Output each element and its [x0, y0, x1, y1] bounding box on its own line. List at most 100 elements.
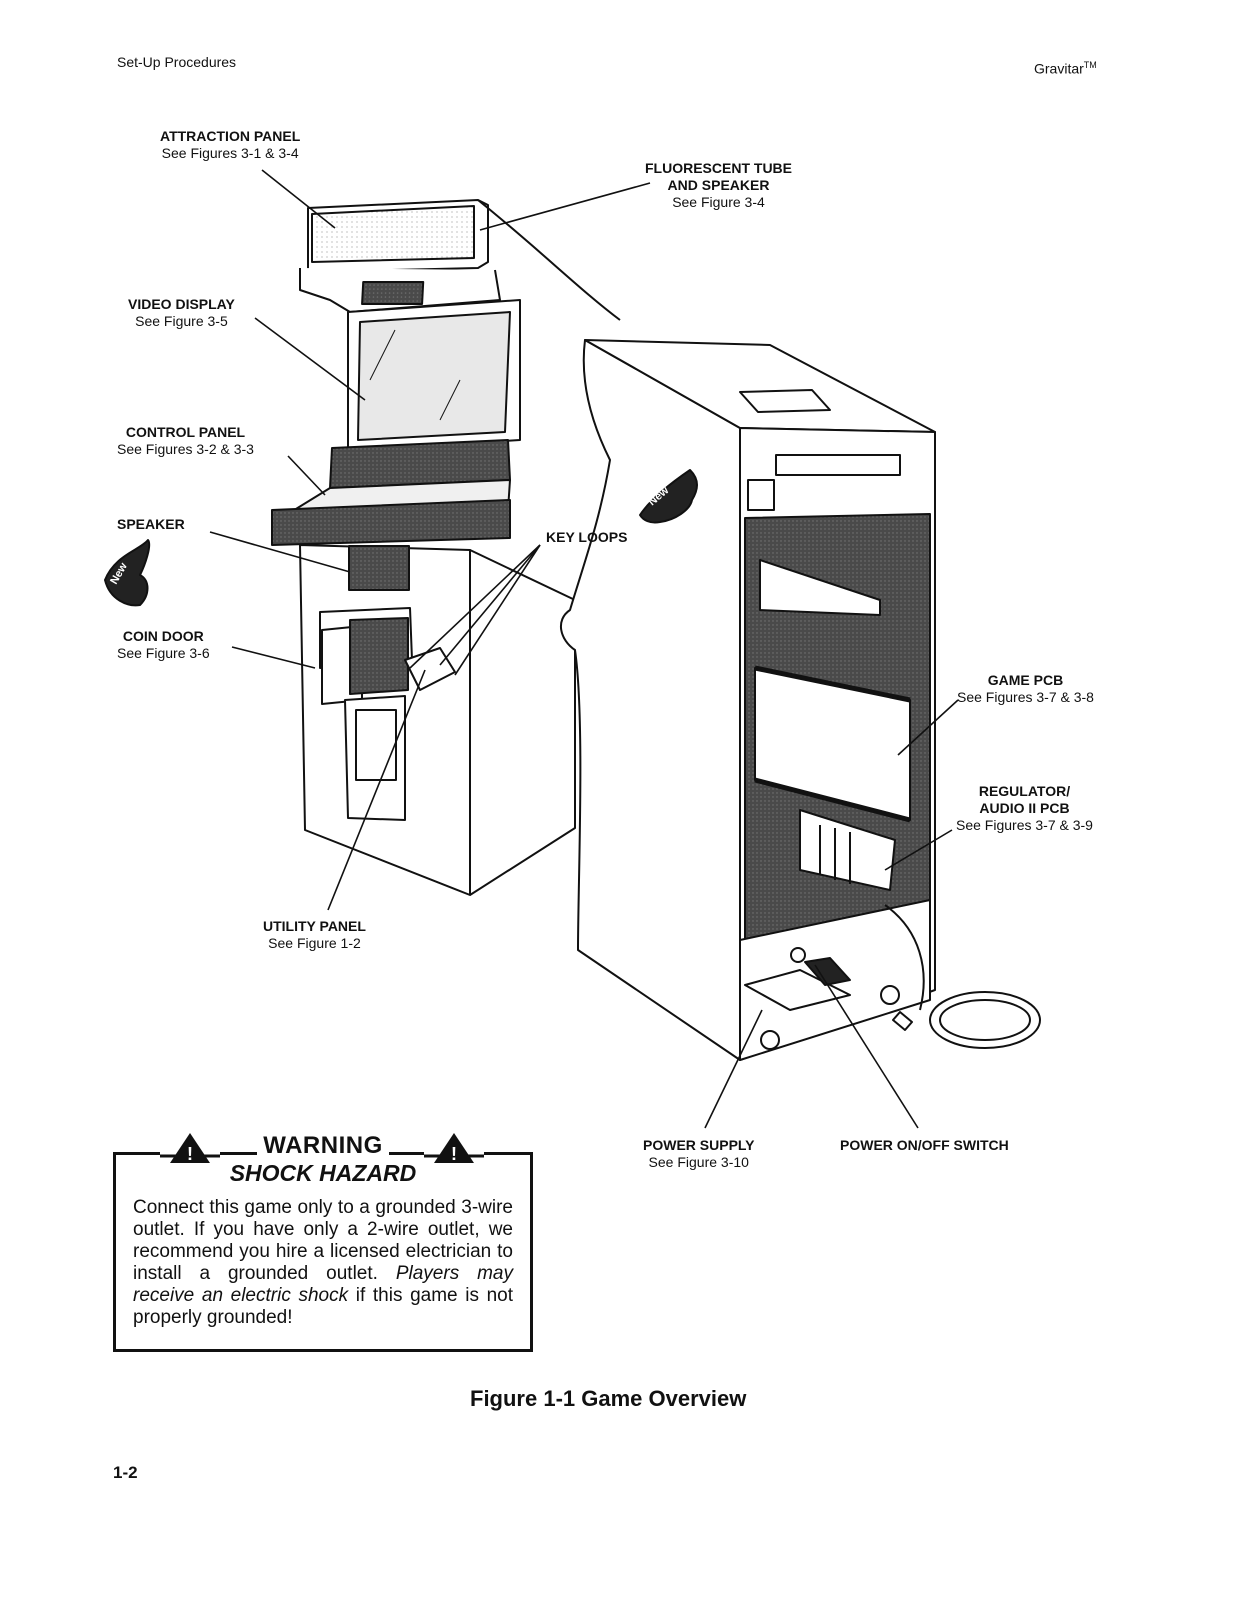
- pcb-rail-bottom: [754, 777, 911, 823]
- label-power-switch: POWER ON/OFF SWITCH: [840, 1137, 1009, 1154]
- cash-box-panel: [355, 709, 397, 781]
- caster-left: [760, 1030, 780, 1050]
- rear-small-plate: [747, 479, 775, 511]
- leader-key-loop-3: [454, 544, 541, 676]
- power-supply-ref: See Figure 3-10: [648, 1154, 749, 1170]
- warning-title-text: WARNING: [257, 1132, 389, 1159]
- warning-icon-left-glyph: !: [187, 1144, 193, 1164]
- leader-key-loop-2: [439, 544, 541, 666]
- regulator-title-1: REGULATOR/: [978, 783, 1071, 799]
- warning-body-italic: Players may receive an electric shock: [133, 1263, 513, 1306]
- label-speaker: SPEAKER: [117, 516, 185, 533]
- power-cord: [884, 904, 925, 1011]
- leader-lines: [209, 169, 959, 1129]
- fluorescent-ref: See Figure 3-4: [672, 194, 765, 210]
- warning-icon-right: !: [424, 1133, 484, 1164]
- label-regulator: REGULATOR/ AUDIO II PCB See Figures 3-7 …: [956, 783, 1093, 834]
- speaker-title: SPEAKER: [117, 516, 185, 532]
- label-key-loops: KEY LOOPS: [546, 529, 627, 546]
- cabinet-side-line-top: [477, 199, 621, 321]
- leader-utility: [327, 669, 426, 911]
- warning-title: WARNING: [113, 1132, 533, 1160]
- front-cabinet: [271, 199, 621, 896]
- new-badge-left: New: [104, 539, 151, 607]
- attraction-panel-ref: See Figures 3-1 & 3-4: [161, 145, 299, 161]
- switch-bracket: [804, 957, 851, 986]
- label-utility-panel: UTILITY PANEL See Figure 1-2: [263, 918, 366, 952]
- game-pcb-title: GAME PCB: [987, 672, 1064, 688]
- power-switch-title: POWER ON/OFF SWITCH: [840, 1137, 1009, 1153]
- warning-icon-right-glyph: !: [451, 1144, 457, 1164]
- attraction-panel-face: [311, 205, 475, 263]
- label-control-panel: CONTROL PANEL See Figures 3-2 & 3-3: [117, 424, 254, 458]
- screen-glare-2: [439, 379, 461, 421]
- video-display-ref: See Figure 3-5: [135, 313, 228, 329]
- leader-fluorescent: [479, 182, 651, 231]
- pcb-rail-top: [754, 665, 911, 703]
- leader-key-loop-1: [409, 544, 541, 669]
- control-panel-front: [271, 499, 511, 546]
- page-number: 1-2: [113, 1463, 138, 1482]
- video-display-title: VIDEO DISPLAY: [128, 296, 235, 312]
- cord-coil-outer: [929, 991, 1041, 1049]
- leader-speaker: [209, 531, 351, 573]
- leader-attraction: [261, 169, 336, 229]
- header-game-title: GravitarTM: [1034, 60, 1097, 77]
- coin-door-title: COIN DOOR: [122, 628, 204, 644]
- head-grille: [361, 281, 425, 305]
- utility-panel-ref: See Figure 1-2: [268, 935, 361, 951]
- leader-coin-door: [231, 646, 316, 669]
- top-vent: [739, 389, 831, 413]
- warning-icon-left: !: [160, 1133, 220, 1164]
- control-panel-ref: See Figures 3-2 & 3-3: [117, 441, 254, 457]
- game-pcb-ref: See Figures 3-7 & 3-8: [957, 689, 1094, 705]
- power-supply-box: [744, 969, 851, 1011]
- warning-subtitle: SHOCK HAZARD: [229, 1160, 417, 1186]
- warning-body-end: if this game is not properly grounded!: [133, 1285, 514, 1328]
- label-video-display: VIDEO DISPLAY See Figure 3-5: [128, 296, 235, 330]
- warning-icon-right-bg: !: [424, 1131, 484, 1165]
- rear-side-panel: [560, 339, 741, 1061]
- label-power-supply: POWER SUPPLY See Figure 3-10: [643, 1137, 755, 1171]
- key-loop-tag: [404, 647, 456, 691]
- control-panel-title: CONTROL PANEL: [125, 424, 246, 440]
- coin-door-opening: [349, 617, 409, 695]
- upper-shelf: [759, 559, 881, 616]
- leader-power-supply: [704, 1009, 763, 1129]
- power-switch: [790, 947, 806, 963]
- cash-box-door: [344, 695, 406, 821]
- warning-icon-left-bg: !: [160, 1131, 220, 1165]
- power-plug: [892, 1011, 913, 1031]
- regulator-ref: See Figures 3-7 & 3-9: [956, 817, 1093, 833]
- fluorescent-title-1: FLUORESCENT TUBE: [645, 160, 792, 176]
- rear-slot: [775, 454, 901, 476]
- leader-video: [254, 317, 366, 401]
- leader-regulator: [884, 829, 953, 871]
- trademark-mark: TM: [1083, 60, 1097, 70]
- regulator-pcb-board: [799, 809, 896, 891]
- cabinet-side-lower: [469, 549, 576, 896]
- speaker-grille: [348, 545, 410, 591]
- header-section-title: Set-Up Procedures: [117, 54, 237, 70]
- label-game-pcb: GAME PCB See Figures 3-7 & 3-8: [957, 672, 1094, 706]
- leader-power-switch: [814, 964, 919, 1129]
- video-display-screen: [357, 311, 511, 441]
- leader-game-pcb: [897, 699, 959, 756]
- attraction-panel-title: ATTRACTION PANEL: [160, 128, 301, 144]
- rear-cabinet: [560, 339, 1041, 1061]
- new-badge-right: New: [639, 469, 698, 524]
- power-supply-title: POWER SUPPLY: [643, 1137, 755, 1153]
- caster-right: [880, 985, 900, 1005]
- label-attraction-panel: ATTRACTION PANEL See Figures 3-1 & 3-4: [160, 128, 300, 162]
- screen-glare-1: [369, 329, 396, 381]
- label-coin-door: COIN DOOR See Figure 3-6: [117, 628, 210, 662]
- warning-body: Connect this game only to a grounded 3-w…: [133, 1197, 513, 1329]
- regulator-title-2: AUDIO II PCB: [979, 800, 1070, 816]
- cord-coil-inner: [939, 999, 1031, 1041]
- label-fluorescent-tube: FLUORESCENT TUBE AND SPEAKER See Figure …: [645, 160, 792, 211]
- key-loops-title: KEY LOOPS: [546, 529, 628, 545]
- leader-control: [287, 455, 326, 496]
- figure-caption: Figure 1-1 Game Overview: [470, 1386, 747, 1411]
- warning-body-text: Connect this game only to a grounded 3-w…: [133, 1197, 513, 1284]
